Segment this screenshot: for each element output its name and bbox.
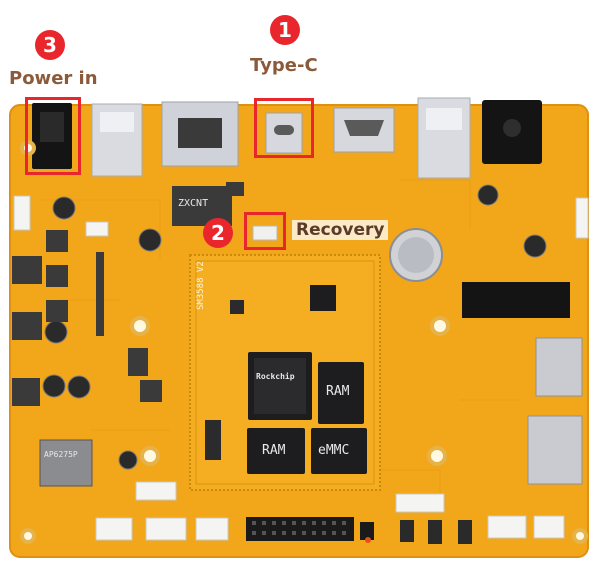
sd-slot (527, 415, 583, 485)
callout-badge-3: 3 (35, 30, 65, 60)
capacitors (42, 184, 547, 470)
power-in-highlight (25, 97, 81, 175)
recovery-highlight (244, 212, 286, 250)
type-c-label: Type-C (250, 55, 318, 76)
ram-top-label: RAM (326, 384, 350, 399)
type-c-highlight (254, 98, 314, 158)
callout-badge-1: 1 (270, 15, 300, 45)
wifi-module-label: AP6275P (44, 450, 78, 459)
recovery-label: Recovery (292, 220, 389, 240)
ram-chip-bottom (247, 428, 305, 474)
power-in-label: Power in (9, 68, 98, 89)
gpio-header (246, 517, 354, 541)
m2-slot (462, 282, 570, 318)
zxcnt-label: ZXCNT (178, 198, 209, 209)
module-name-label: SM3588 V2 (196, 261, 206, 310)
emmc-chip (311, 428, 367, 474)
ram-bottom-label: RAM (262, 443, 286, 458)
emmc-label: eMMC (318, 443, 350, 458)
ram-chip-top (318, 362, 364, 424)
soc-brand-label: Rockchip (256, 372, 295, 381)
callout-badge-2: 2 (203, 218, 233, 248)
sim-slot (535, 337, 583, 397)
wifi-module (39, 439, 93, 487)
recovery-button (252, 225, 278, 241)
